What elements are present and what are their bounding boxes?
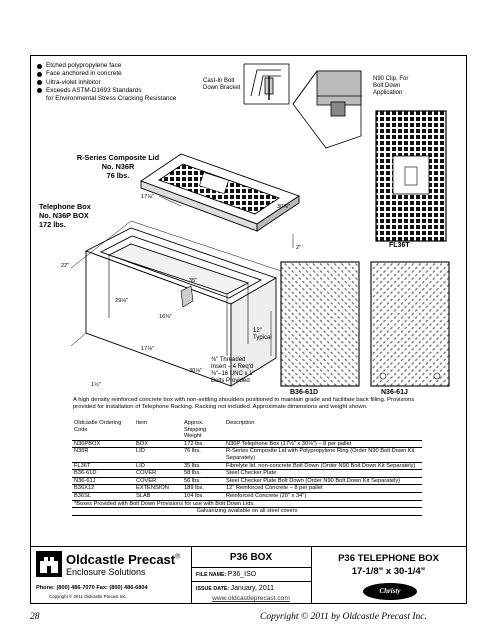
box-label-line2: No. N36P BOX — [39, 211, 89, 220]
table-note: Galvanizing available on all steel cover… — [72, 507, 422, 516]
website-link[interactable]: www.oldcastleprecast.com — [212, 595, 290, 602]
file-name: FILE NAME: P36_ISO — [196, 571, 257, 578]
dim-box-length: 35" — [189, 278, 198, 284]
company-block: Oldcastle Precast® Enclosure Solutions P… — [31, 547, 192, 604]
dim-lid-width: 17⅛" — [141, 194, 154, 200]
feature-item: Etched polypropylene face — [37, 62, 176, 70]
col-header-description: Description — [224, 420, 422, 441]
fl36t-label: FL36T — [389, 242, 410, 249]
lid-label-line3: 76 lbs. — [106, 171, 130, 180]
feature-item: Exceeds ASTM-D1693 Standards — [37, 87, 176, 95]
lid-label-line2: No. N36R — [101, 162, 135, 171]
table-note-row: Galvanizing available on all steel cover… — [72, 507, 422, 516]
insert-note-line3: ⅜"–16 UNC x 1" — [211, 371, 255, 377]
typical-label: Typical — [253, 335, 272, 341]
dim-box-d2: 17⅛" — [141, 346, 154, 352]
oldcastle-logo-icon — [36, 551, 62, 577]
dim-lid-height: 2" — [296, 245, 302, 251]
dim-box-inner: 29⅛" — [115, 298, 128, 304]
bullet-icon — [37, 80, 42, 86]
drawing-title-block: P36 TELEPHONE BOX 17-1/8" x 30-1/4" Chri… — [311, 547, 466, 604]
insert-note-line2: Insert – 4 Req'd — [211, 364, 254, 370]
checker-plate-b36-61d — [280, 261, 360, 387]
product-drawings — [70, 63, 450, 387]
callout-n90-line3: Application — [373, 90, 403, 96]
drawing-title-line1: P36 TELEPHONE BOX — [338, 553, 439, 564]
issue-date: ISSUE DATE: January, 2011 — [196, 585, 274, 592]
b36-61d-label: B36-61D — [290, 389, 319, 396]
n36-61j-label: N36-61J — [381, 389, 408, 396]
christy-logo-icon: Christy — [363, 583, 417, 600]
table-note: *Boxes Provided with Bolt Down Provision… — [72, 500, 422, 509]
ordering-table: Oldcastle Ordering Code Item Approx. Shi… — [72, 420, 422, 516]
feature-item-continued: for Environmental Stress Cracking Resist… — [46, 95, 177, 103]
drawing-info-block: P36 BOX FILE NAME: P36_ISO ISSUE DATE: J… — [191, 547, 312, 604]
copyright-small: Copyright © 2011 Oldcastle Precast Inc. — [49, 594, 127, 599]
bolt-bracket-detail — [243, 63, 290, 105]
dim-lid-length: 30⅛" — [277, 204, 290, 210]
checker-plate-n36-61j — [370, 261, 450, 387]
callout-bolt-line1: Cast-In Bolt — [203, 78, 235, 84]
typical-dim: 12" — [253, 328, 262, 334]
company-phone: Phone: (800) 486-7070 Fax: (800) 486-680… — [36, 585, 148, 591]
table-header-row: Oldcastle Ordering Code Item Approx. Shi… — [72, 420, 422, 441]
box-label-line1: Telephone Box — [39, 202, 91, 211]
bullet-icon — [37, 71, 42, 77]
col-header-weight: Approx. Shipping Weight — [182, 420, 224, 441]
dim-box-width: 22" — [61, 263, 70, 269]
composite-lid-drawing — [140, 153, 300, 232]
spec-sheet: Etched polypropylene face Face anchored … — [30, 55, 467, 604]
callout-n90-line1: N90 Clip, For — [373, 76, 409, 82]
box-label-line3: 172 lbs. — [39, 220, 66, 229]
feature-list: Etched polypropylene face Face anchored … — [37, 62, 176, 103]
telephone-box-drawing — [84, 227, 278, 387]
product-description: A high density reinforced concrete box w… — [73, 397, 415, 410]
callout-bolt-line2: Down Bracket — [203, 85, 241, 91]
drawing-title-line2: 17-1/8" x 30-1/4" — [351, 566, 426, 577]
feature-item: Ultra-violet inhibitor — [37, 79, 176, 87]
product-name: P36 BOX — [229, 552, 273, 563]
dim-box-d1: 16⅜" — [159, 314, 172, 320]
lid-label-line1: R-Series Composite Lid — [76, 153, 160, 162]
col-header-code: Oldcastle Ordering Code — [72, 420, 134, 441]
page-copyright: Copyright © 2011 by Oldcastle Precast In… — [260, 612, 427, 622]
page-number: 28 — [30, 612, 40, 622]
dim-box-wall: 1½" — [91, 382, 101, 388]
dim-box-d3: 30⅛" — [189, 368, 202, 374]
callout-n90-line2: Bolt Down — [373, 83, 401, 89]
feature-item: Face anchored in concrete — [37, 70, 176, 78]
bullet-icon — [37, 88, 42, 94]
bullet-icon — [37, 63, 42, 69]
company-division: Enclosure Solutions — [66, 567, 146, 577]
fl36t-lid-drawing — [375, 110, 447, 242]
n90-clip-detail — [292, 70, 362, 149]
col-header-item: Item — [134, 420, 182, 441]
table-note-row: *Boxes Provided with Bolt Down Provision… — [72, 500, 422, 509]
title-block: Oldcastle Precast® Enclosure Solutions P… — [31, 546, 466, 604]
company-name: Oldcastle Precast® — [66, 552, 181, 567]
insert-note-line4: Bolts Provided — [211, 378, 250, 384]
insert-note-line1: ⅜" Threaded — [211, 357, 246, 363]
